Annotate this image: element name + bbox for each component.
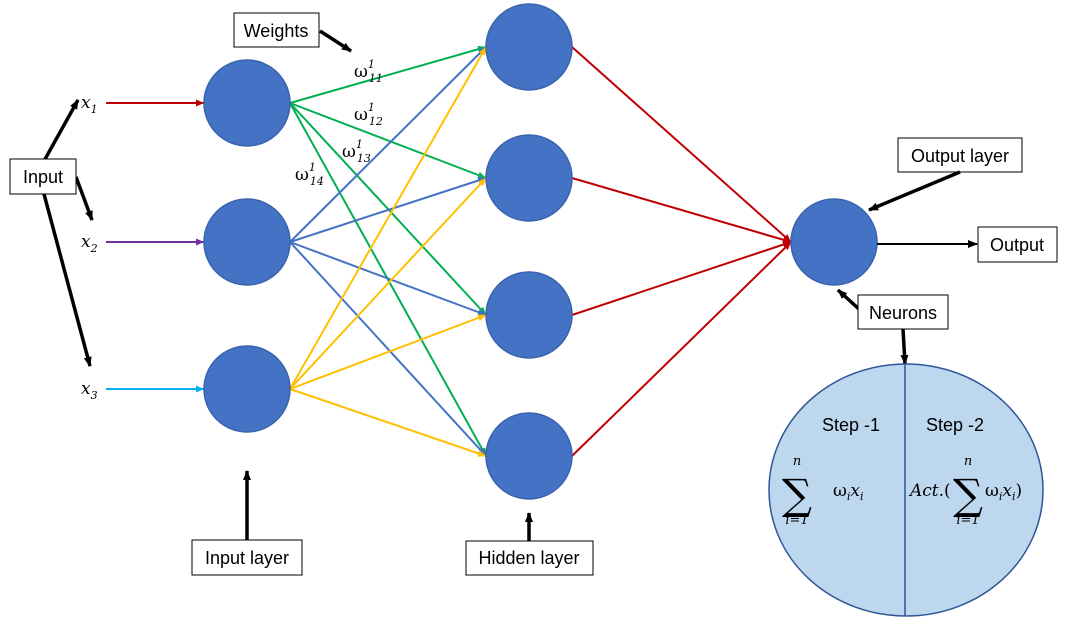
- neurons-pointer-up: [836, 288, 862, 312]
- output-layer-box: [897, 137, 1023, 173]
- input-to-hidden-connections: [289, 45, 487, 457]
- connection-in1-h1: [289, 45, 487, 104]
- connection-in3-h2: [289, 177, 487, 390]
- sum-symbol-1: ∑: [782, 470, 812, 519]
- connection-in3-h3: [289, 314, 487, 390]
- hidden-node-4: [485, 412, 573, 500]
- input-node-3: [203, 345, 291, 433]
- hidden-to-output-connections: [571, 46, 792, 457]
- sum-symbol-2: ∑: [953, 470, 983, 519]
- neurons-label: Neurons: [869, 303, 937, 323]
- neurons-pointer-down: [900, 328, 909, 365]
- input-layer-nodes: [203, 59, 291, 433]
- hidden-layer-nodes: [485, 3, 573, 500]
- summand-1: ωixi: [833, 481, 864, 503]
- connection-in2-h4: [289, 241, 487, 457]
- sum-upper-1: n: [793, 454, 801, 469]
- input-layer-label-group: Input layer: [191, 470, 303, 576]
- connection-h2-out: [571, 177, 792, 244]
- summand-2: ωixi): [985, 481, 1022, 503]
- connection-h3-out: [571, 241, 792, 316]
- weights-label-box: [233, 12, 320, 48]
- output-layer-label: Output layer: [911, 146, 1009, 166]
- hidden-node-1: [485, 3, 573, 91]
- input-label-group: Input: [9, 99, 94, 367]
- connection-in3-h4: [289, 388, 487, 457]
- input-layer-label: Input layer: [205, 548, 289, 568]
- output-layer-pointer: [868, 170, 961, 212]
- input-layer-box: [191, 539, 303, 576]
- step1-label: Step -1: [822, 415, 880, 435]
- x1-symbol: x1: [81, 93, 98, 116]
- input-node-1: [203, 59, 291, 147]
- input-label: Input: [23, 167, 63, 187]
- sum-lower-2: i=1: [956, 513, 979, 528]
- x2-symbol: x2: [81, 232, 98, 255]
- input-to-x3-pointer: [42, 193, 92, 367]
- connection-in1-h2: [289, 102, 487, 179]
- connection-in2-h3: [289, 241, 487, 316]
- input-to-x1-pointer: [42, 99, 80, 162]
- weights-label: Weights: [244, 21, 309, 41]
- neurons-label-group: Neurons: [836, 288, 949, 365]
- x3-symbol: x3: [81, 379, 98, 402]
- connection-h4-out: [571, 241, 792, 457]
- hidden-layer-box: [465, 540, 594, 576]
- hidden-layer-label: Hidden layer: [478, 548, 579, 568]
- hidden-node-2: [485, 134, 573, 222]
- step2-label: Step -2: [926, 415, 984, 435]
- weights-label-group: Weights: [233, 12, 352, 53]
- sum-lower-1: i=1: [785, 513, 808, 528]
- neuron-detail-circle: [768, 363, 1044, 617]
- input-label-box: [9, 158, 77, 195]
- hidden-node-3: [485, 271, 573, 359]
- output-node: [790, 198, 878, 286]
- sum-upper-2: n: [964, 454, 972, 469]
- step2-formula: Act.( n ∑ i=1 ωixi): [908, 454, 1022, 528]
- input-symbols: x1 x2 x3: [81, 93, 98, 402]
- step1-formula: n ∑ i=1 ωixi: [782, 454, 864, 528]
- connection-in2-h2: [289, 177, 487, 243]
- connection-in2-h1: [289, 46, 487, 243]
- input-to-x2-pointer: [74, 176, 94, 221]
- hidden-layer-label-group: Hidden layer: [465, 512, 594, 576]
- output-layer-label-group: Output layer: [868, 137, 1023, 212]
- output-label: Output: [990, 235, 1044, 255]
- output-label-group: Output: [977, 226, 1058, 263]
- neuron-detail: Step -1 Step -2 n ∑ i=1 ωixi Act.( n ∑ i…: [768, 363, 1044, 617]
- act-prefix: Act.(: [908, 481, 951, 501]
- output-box: [977, 226, 1058, 263]
- weights-pointer: [319, 29, 352, 53]
- input-node-2: [203, 198, 291, 286]
- connection-h1-out: [571, 46, 792, 243]
- neurons-box: [857, 294, 949, 330]
- connection-in3-h1: [289, 46, 487, 390]
